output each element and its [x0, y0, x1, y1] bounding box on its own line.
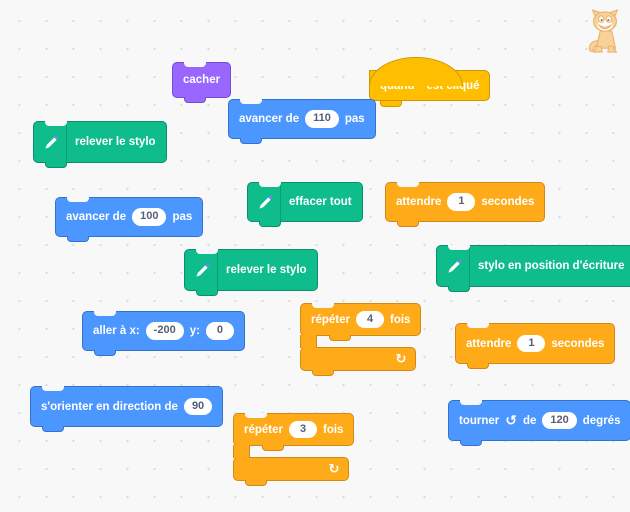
block-label: tourner — [459, 414, 500, 427]
number-input[interactable]: 100 — [132, 208, 167, 226]
block-orienter-direction[interactable]: s'orienter en direction de 90 — [30, 386, 224, 432]
block-bump — [196, 290, 218, 296]
block-bump — [259, 221, 281, 227]
block-aller-a-xy[interactable]: aller à x: -200 y: 0 — [82, 311, 245, 356]
block-label: cacher — [183, 74, 221, 86]
block-label: pas — [344, 113, 365, 125]
block-label: attendre — [396, 196, 442, 208]
block-notch — [397, 182, 419, 187]
block-label: répéter — [311, 313, 350, 326]
loop-arrow-icon: ↻ — [395, 351, 407, 367]
c-block-arm — [233, 445, 250, 458]
c-block-bottom: ↻ — [233, 457, 350, 486]
block-relever-stylo-2[interactable]: relever le stylo — [184, 249, 318, 296]
block-bump — [245, 480, 267, 486]
turn-counterclockwise-icon: ↺ — [505, 412, 517, 429]
block-stylo-position-ecriture[interactable]: stylo en position d'écriture — [436, 245, 630, 292]
number-input[interactable]: 4 — [356, 310, 384, 329]
block-notch — [45, 121, 67, 126]
block-inner-bump — [329, 335, 351, 341]
y-input[interactable]: 0 — [205, 322, 234, 340]
pen-icon — [447, 246, 470, 286]
number-input[interactable]: 90 — [183, 397, 213, 416]
block-label: secondes — [551, 337, 605, 350]
pen-icon — [195, 250, 218, 290]
block-label: secondes — [481, 196, 535, 208]
block-label: stylo en position d'écriture — [478, 260, 625, 272]
pen-icon — [258, 183, 281, 221]
number-input[interactable]: 3 — [289, 420, 317, 439]
block-label: effacer tout — [289, 196, 352, 208]
block-label: de — [522, 414, 537, 427]
block-bump — [467, 363, 489, 369]
block-notch — [42, 386, 64, 391]
block-label: s'orienter en direction de — [41, 400, 178, 413]
scratch-cat-logo — [584, 8, 626, 61]
block-label: degrés — [582, 414, 621, 427]
scratch-cat-icon — [588, 9, 618, 53]
block-repeter-4[interactable]: répéter 4 fois ↻ — [300, 303, 422, 376]
block-label: relever le stylo — [226, 264, 307, 276]
block-bump — [94, 350, 116, 356]
block-bump — [45, 162, 67, 168]
block-bump — [460, 440, 482, 446]
block-effacer-tout[interactable]: effacer tout — [247, 182, 363, 227]
block-bump — [380, 101, 402, 107]
block-notch — [94, 311, 116, 316]
block-bump — [312, 370, 334, 376]
block-label: relever le stylo — [75, 136, 156, 148]
block-label: attendre — [466, 337, 512, 350]
block-notch — [460, 400, 482, 405]
block-label: aller à x: — [93, 325, 140, 337]
block-notch — [259, 182, 281, 187]
block-bump — [397, 221, 419, 227]
block-cacher[interactable]: cacher — [172, 62, 232, 103]
block-notch — [448, 245, 470, 250]
block-attendre-2[interactable]: attendre 1 secondes — [455, 323, 616, 369]
number-input[interactable]: 120 — [542, 411, 577, 430]
block-bump — [42, 426, 64, 432]
block-notch — [467, 323, 489, 328]
block-bump — [67, 236, 89, 242]
c-block-arm — [300, 335, 317, 348]
number-input[interactable]: 1 — [447, 193, 476, 211]
block-label: fois — [390, 313, 411, 326]
block-notch — [184, 62, 206, 67]
x-input[interactable]: -200 — [145, 322, 184, 340]
hat-block-dome — [369, 57, 463, 86]
block-relever-stylo-1[interactable]: relever le stylo — [33, 121, 167, 168]
block-avancer-110[interactable]: avancer de 110 pas — [228, 99, 376, 144]
block-notch — [245, 413, 267, 418]
c-block-top: répéter 3 fois — [233, 413, 355, 451]
block-notch — [67, 197, 89, 202]
block-label: avancer de — [239, 113, 300, 125]
pen-icon — [44, 122, 67, 162]
block-bump — [184, 97, 206, 103]
block-avancer-100[interactable]: avancer de 100 pas — [55, 197, 204, 242]
block-tourner-120[interactable]: tourner ↺ de 120 degrés — [448, 400, 630, 446]
number-input[interactable]: 1 — [517, 334, 546, 353]
block-bump — [240, 138, 262, 144]
block-inner-bump — [262, 445, 284, 451]
block-label: y: — [189, 325, 200, 337]
c-block-bottom: ↻ — [300, 347, 417, 376]
number-input[interactable]: 110 — [305, 110, 339, 128]
loop-arrow-icon: ↻ — [328, 461, 340, 477]
block-label: fois — [323, 423, 344, 436]
c-block-top: répéter 4 fois — [300, 303, 422, 341]
block-attendre-1[interactable]: attendre 1 secondes — [385, 182, 546, 227]
block-notch — [240, 99, 262, 104]
block-bump — [448, 286, 470, 292]
block-label: pas — [172, 211, 193, 223]
block-label: répéter — [244, 423, 283, 436]
block-repeter-3[interactable]: répéter 3 fois ↻ — [233, 413, 355, 486]
block-label: avancer de — [66, 211, 127, 223]
block-notch — [196, 249, 218, 254]
block-notch — [312, 303, 334, 308]
block-quand-drapeau-clique[interactable]: quand est cliqué — [369, 57, 490, 107]
